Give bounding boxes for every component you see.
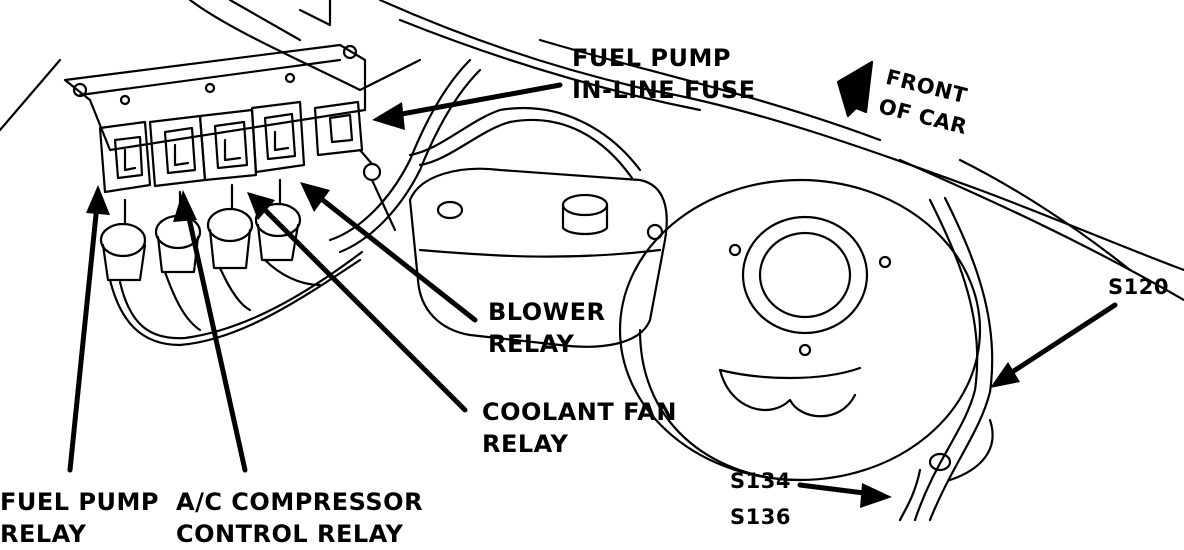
- blower-arrow: [307, 187, 478, 323]
- blower-relay-label: BLOWER RELAY: [488, 296, 605, 360]
- front-of-car-arrow: [836, 60, 874, 118]
- splice-labels: S134 S136: [730, 466, 791, 532]
- coolant-reservoir: [408, 167, 668, 348]
- fuel-pump-relay-arrowhead: [86, 185, 110, 215]
- blower-label-line2: RELAY: [488, 330, 575, 358]
- ac-relay-arrow: [182, 197, 248, 473]
- s120-arrowhead: [990, 362, 1020, 388]
- fuel-relay-line2: RELAY: [0, 520, 87, 548]
- blower-label-line1: BLOWER: [488, 298, 606, 326]
- ac-relay-line1: A/C COMPRESSOR: [176, 488, 424, 516]
- fuel-pump-relay-label: FUEL PUMP RELAY: [0, 486, 159, 550]
- s120-arrow: [997, 302, 1118, 383]
- s136-text: S136: [730, 505, 791, 529]
- relay-2: [148, 114, 207, 188]
- fuse-arrow: [377, 82, 563, 121]
- coolant-fan-arrowhead: [247, 192, 275, 220]
- ac-relay-arrowhead: [173, 190, 197, 222]
- relay-1: [98, 120, 152, 194]
- coolant-label-line2: RELAY: [482, 430, 569, 458]
- strut-tower: [618, 178, 982, 482]
- ac-compressor-relay-label: A/C COMPRESSOR CONTROL RELAY: [176, 486, 423, 550]
- relay-4: [250, 100, 306, 174]
- coolant-fan-relay-label: COOLANT FAN RELAY: [482, 396, 677, 460]
- inline-fuse-holder: [313, 100, 382, 182]
- fuel-relay-line1: FUEL PUMP: [0, 488, 159, 516]
- hood-outline: [0, 0, 1184, 302]
- fuse-arrowhead: [372, 102, 405, 130]
- fender-harness: [898, 196, 994, 522]
- ac-relay-line2: CONTROL RELAY: [176, 520, 404, 548]
- fuse-label-line1: FUEL PUMP: [572, 44, 731, 72]
- coolant-fan-arrow: [252, 197, 468, 413]
- s134-arrowhead: [860, 483, 892, 508]
- s134-text: S134: [730, 469, 791, 493]
- fuel-pump-relay-arrow: [67, 192, 101, 473]
- s120-text: S120: [1108, 275, 1169, 299]
- s120-label: S120: [1108, 272, 1169, 302]
- relay-bracket: [63, 43, 367, 152]
- blower-arrowhead: [300, 182, 330, 212]
- fuse-label-line2: IN-LINE FUSE: [572, 76, 756, 104]
- relay-3: [198, 108, 258, 182]
- fuel-pump-inline-fuse-label: FUEL PUMP IN-LINE FUSE: [572, 42, 756, 106]
- arrowheads: [86, 102, 1020, 508]
- coolant-label-line1: COOLANT FAN: [482, 398, 677, 426]
